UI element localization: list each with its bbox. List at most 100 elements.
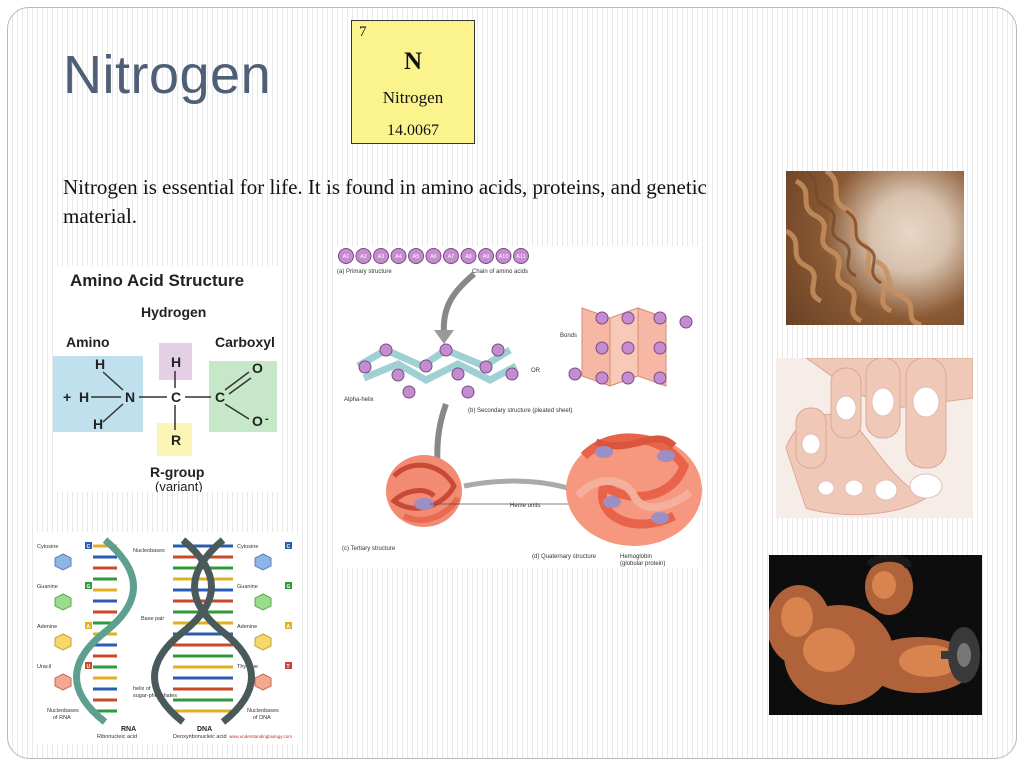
carboxyl-label: Carboxyl bbox=[215, 334, 275, 350]
svg-text:Base pair: Base pair bbox=[141, 616, 164, 622]
slide-title: Nitrogen bbox=[63, 45, 272, 105]
pleated-sheet: Bonds bbox=[560, 307, 693, 387]
svg-text:C: C bbox=[171, 389, 181, 405]
svg-text:C: C bbox=[215, 389, 225, 405]
svg-text:Adenine: Adenine bbox=[37, 624, 57, 630]
variant-label: (variant) bbox=[155, 479, 203, 492]
periodic-element-card: 7 N Nitrogen 14.0067 bbox=[351, 20, 475, 144]
rna-label: RNA bbox=[121, 726, 136, 733]
svg-text:O: O bbox=[252, 413, 263, 429]
nucleobase-molecules bbox=[54, 553, 272, 691]
element-name: Nitrogen bbox=[382, 88, 444, 107]
amino-title: Amino Acid Structure bbox=[70, 271, 244, 290]
dna-rna-diagram: Cytosine Guanine Adenine Uracil Cytosine… bbox=[33, 532, 301, 744]
slide: Nitrogen 7 N Nitrogen 14.0067 Nitrogen i… bbox=[7, 7, 1017, 759]
amino-bead-label: A2 bbox=[360, 254, 367, 260]
amino-bead bbox=[425, 248, 442, 264]
svg-text:of RNA: of RNA bbox=[53, 715, 71, 721]
svg-text:T: T bbox=[287, 664, 290, 670]
svg-text:Cytosine: Cytosine bbox=[237, 544, 258, 550]
rgroup-label: R-group bbox=[150, 464, 204, 480]
svg-text:www.understandingbiology.com: www.understandingbiology.com bbox=[229, 734, 292, 739]
quaternary-structure-label: (d) Quaternary structure bbox=[532, 554, 597, 560]
hemoglobin-label: Hemoglobin bbox=[620, 554, 652, 560]
amino-bead-label: A1 bbox=[343, 254, 350, 260]
amino-bead-label: A6 bbox=[430, 254, 437, 260]
globular-protein-label: (globular protein) bbox=[620, 561, 665, 567]
svg-text:Nucleobases: Nucleobases bbox=[47, 708, 79, 714]
amino-bead bbox=[373, 248, 389, 264]
amino-bead bbox=[355, 248, 372, 264]
svg-text:of DNA: of DNA bbox=[253, 715, 271, 721]
primary-structure-label: (a) Primary structure bbox=[337, 269, 392, 275]
svg-text:sugar-phosphates: sugar-phosphates bbox=[133, 693, 177, 699]
amino-bead-label: A11 bbox=[516, 254, 525, 260]
svg-text:R: R bbox=[171, 432, 181, 448]
curly-hair-photo bbox=[786, 171, 964, 325]
hydrogen-label: Hydrogen bbox=[141, 304, 206, 320]
svg-text:Nucleobases: Nucleobases bbox=[247, 708, 279, 714]
tertiary-structure bbox=[386, 455, 462, 527]
svg-text:Cytosine: Cytosine bbox=[37, 544, 58, 550]
element-symbol: N bbox=[403, 48, 423, 75]
secondary-structure-label: (b) Secondary structure (pleated sheet) bbox=[468, 408, 572, 414]
amino-bead-label: A10 bbox=[499, 254, 509, 260]
carboxyl-box bbox=[209, 361, 277, 432]
amino-bead bbox=[338, 248, 354, 264]
atomic-mass: 14.0067 bbox=[387, 122, 439, 139]
amino-group-label: Amino bbox=[66, 334, 110, 350]
dna-label: DNA bbox=[197, 726, 212, 733]
chain-label: Chain of amino acids bbox=[472, 269, 528, 275]
svg-text:Nucleobases: Nucleobases bbox=[133, 548, 165, 554]
svg-text:+: + bbox=[63, 389, 71, 405]
svg-text:H: H bbox=[95, 356, 105, 372]
svg-text:H: H bbox=[79, 389, 89, 405]
svg-text:A: A bbox=[87, 624, 91, 630]
amino-bead-label: A9 bbox=[483, 254, 490, 260]
quaternary-structure bbox=[566, 433, 702, 546]
arrow-primary-to-secondary bbox=[440, 271, 476, 335]
svg-text:H: H bbox=[93, 416, 103, 432]
bodybuilder-photo bbox=[769, 555, 982, 715]
svg-text:Adenine: Adenine bbox=[237, 624, 257, 630]
amino-bead bbox=[478, 248, 494, 264]
toenails-photo bbox=[776, 358, 973, 518]
amino-bead bbox=[460, 248, 477, 264]
amino-acid-chain: A1 A2 A3 A4 A5 A6 A7 A8 A9 A10 A11 bbox=[338, 248, 529, 264]
svg-text:Ribonucleic acid: Ribonucleic acid bbox=[97, 734, 137, 740]
svg-text:A: A bbox=[287, 624, 291, 630]
protein-structure-diagram: A1 A2 A3 A4 A5 A6 A7 A8 A9 A10 A11 (a) Primary str… bbox=[334, 246, 702, 568]
heme-units-label: Heme units bbox=[510, 503, 540, 509]
amino-bead bbox=[443, 248, 459, 264]
dna-strand-1 bbox=[151, 537, 215, 725]
rna-strand bbox=[73, 537, 137, 725]
amino-bead bbox=[408, 248, 424, 264]
svg-text:Uracil: Uracil bbox=[37, 664, 51, 670]
bonds-label: Bonds bbox=[560, 333, 577, 339]
amino-bead bbox=[495, 248, 512, 264]
amino-bead-label: A4 bbox=[395, 254, 402, 260]
svg-text:U: U bbox=[87, 664, 91, 670]
amino-bead-label: A5 bbox=[413, 254, 420, 260]
amino-bead-label: A7 bbox=[448, 254, 455, 260]
amino-bead-label: A8 bbox=[465, 254, 472, 260]
svg-text:C: C bbox=[87, 544, 91, 550]
amino-bead bbox=[513, 248, 529, 264]
alpha-helix-label: Alpha-helix bbox=[344, 397, 374, 403]
svg-text:helix of: helix of bbox=[133, 686, 151, 692]
or-label: OR bbox=[531, 368, 541, 374]
svg-text:G: G bbox=[87, 584, 91, 590]
svg-text:C: C bbox=[287, 544, 291, 550]
svg-text:Guanine: Guanine bbox=[37, 584, 58, 590]
svg-text:N: N bbox=[125, 389, 135, 405]
svg-text:Guanine: Guanine bbox=[237, 584, 258, 590]
svg-text:H: H bbox=[171, 354, 181, 370]
amino-bead-label: A3 bbox=[378, 254, 385, 260]
svg-text:G: G bbox=[287, 584, 291, 590]
body-text: Nitrogen is essential for life. It is fo… bbox=[63, 175, 707, 228]
amino-bead bbox=[390, 248, 407, 264]
atomic-number: 7 bbox=[359, 24, 367, 40]
tertiary-structure-label: (c) Tertiary structure bbox=[342, 546, 396, 552]
svg-text:Deoxyribonucleic acid: Deoxyribonucleic acid bbox=[173, 734, 227, 740]
amino-group-box bbox=[53, 356, 143, 432]
